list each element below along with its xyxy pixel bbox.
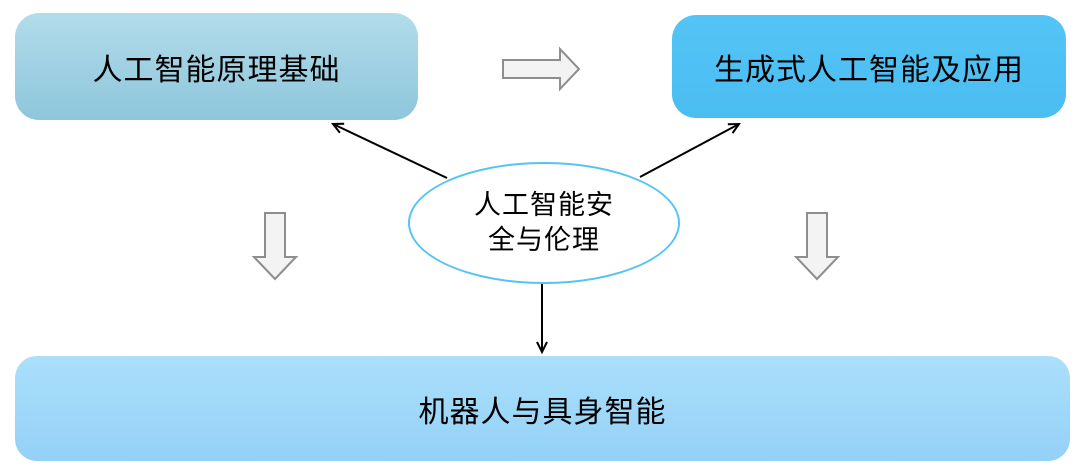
block-arrow-down-right-icon [793,212,841,281]
node-generative-ai: 生成式人工智能及应用 [672,15,1066,118]
connector-ethics-to-generative [639,122,741,178]
node-robotics-embodied: 机器人与具身智能 [15,356,1070,461]
node-generative-ai-label: 生成式人工智能及应用 [714,53,1024,87]
node-robotics-embodied-label: 机器人与具身智能 [418,395,667,429]
block-arrow-down-left-icon [251,212,299,281]
block-arrow-right-icon [502,46,581,92]
ethics-label-line2: 全与伦理 [488,225,600,255]
ethics-label-line1: 人工智能安 [474,189,614,220]
connector-ethics-to-principles [330,122,448,179]
node-ai-safety-ethics: 人工智能安 全与伦理 [408,162,680,284]
node-ai-principles-label: 人工智能原理基础 [92,53,341,87]
node-ai-safety-ethics-label: 人工智能安 全与伦理 [474,188,614,258]
node-ai-principles: 人工智能原理基础 [15,13,418,120]
